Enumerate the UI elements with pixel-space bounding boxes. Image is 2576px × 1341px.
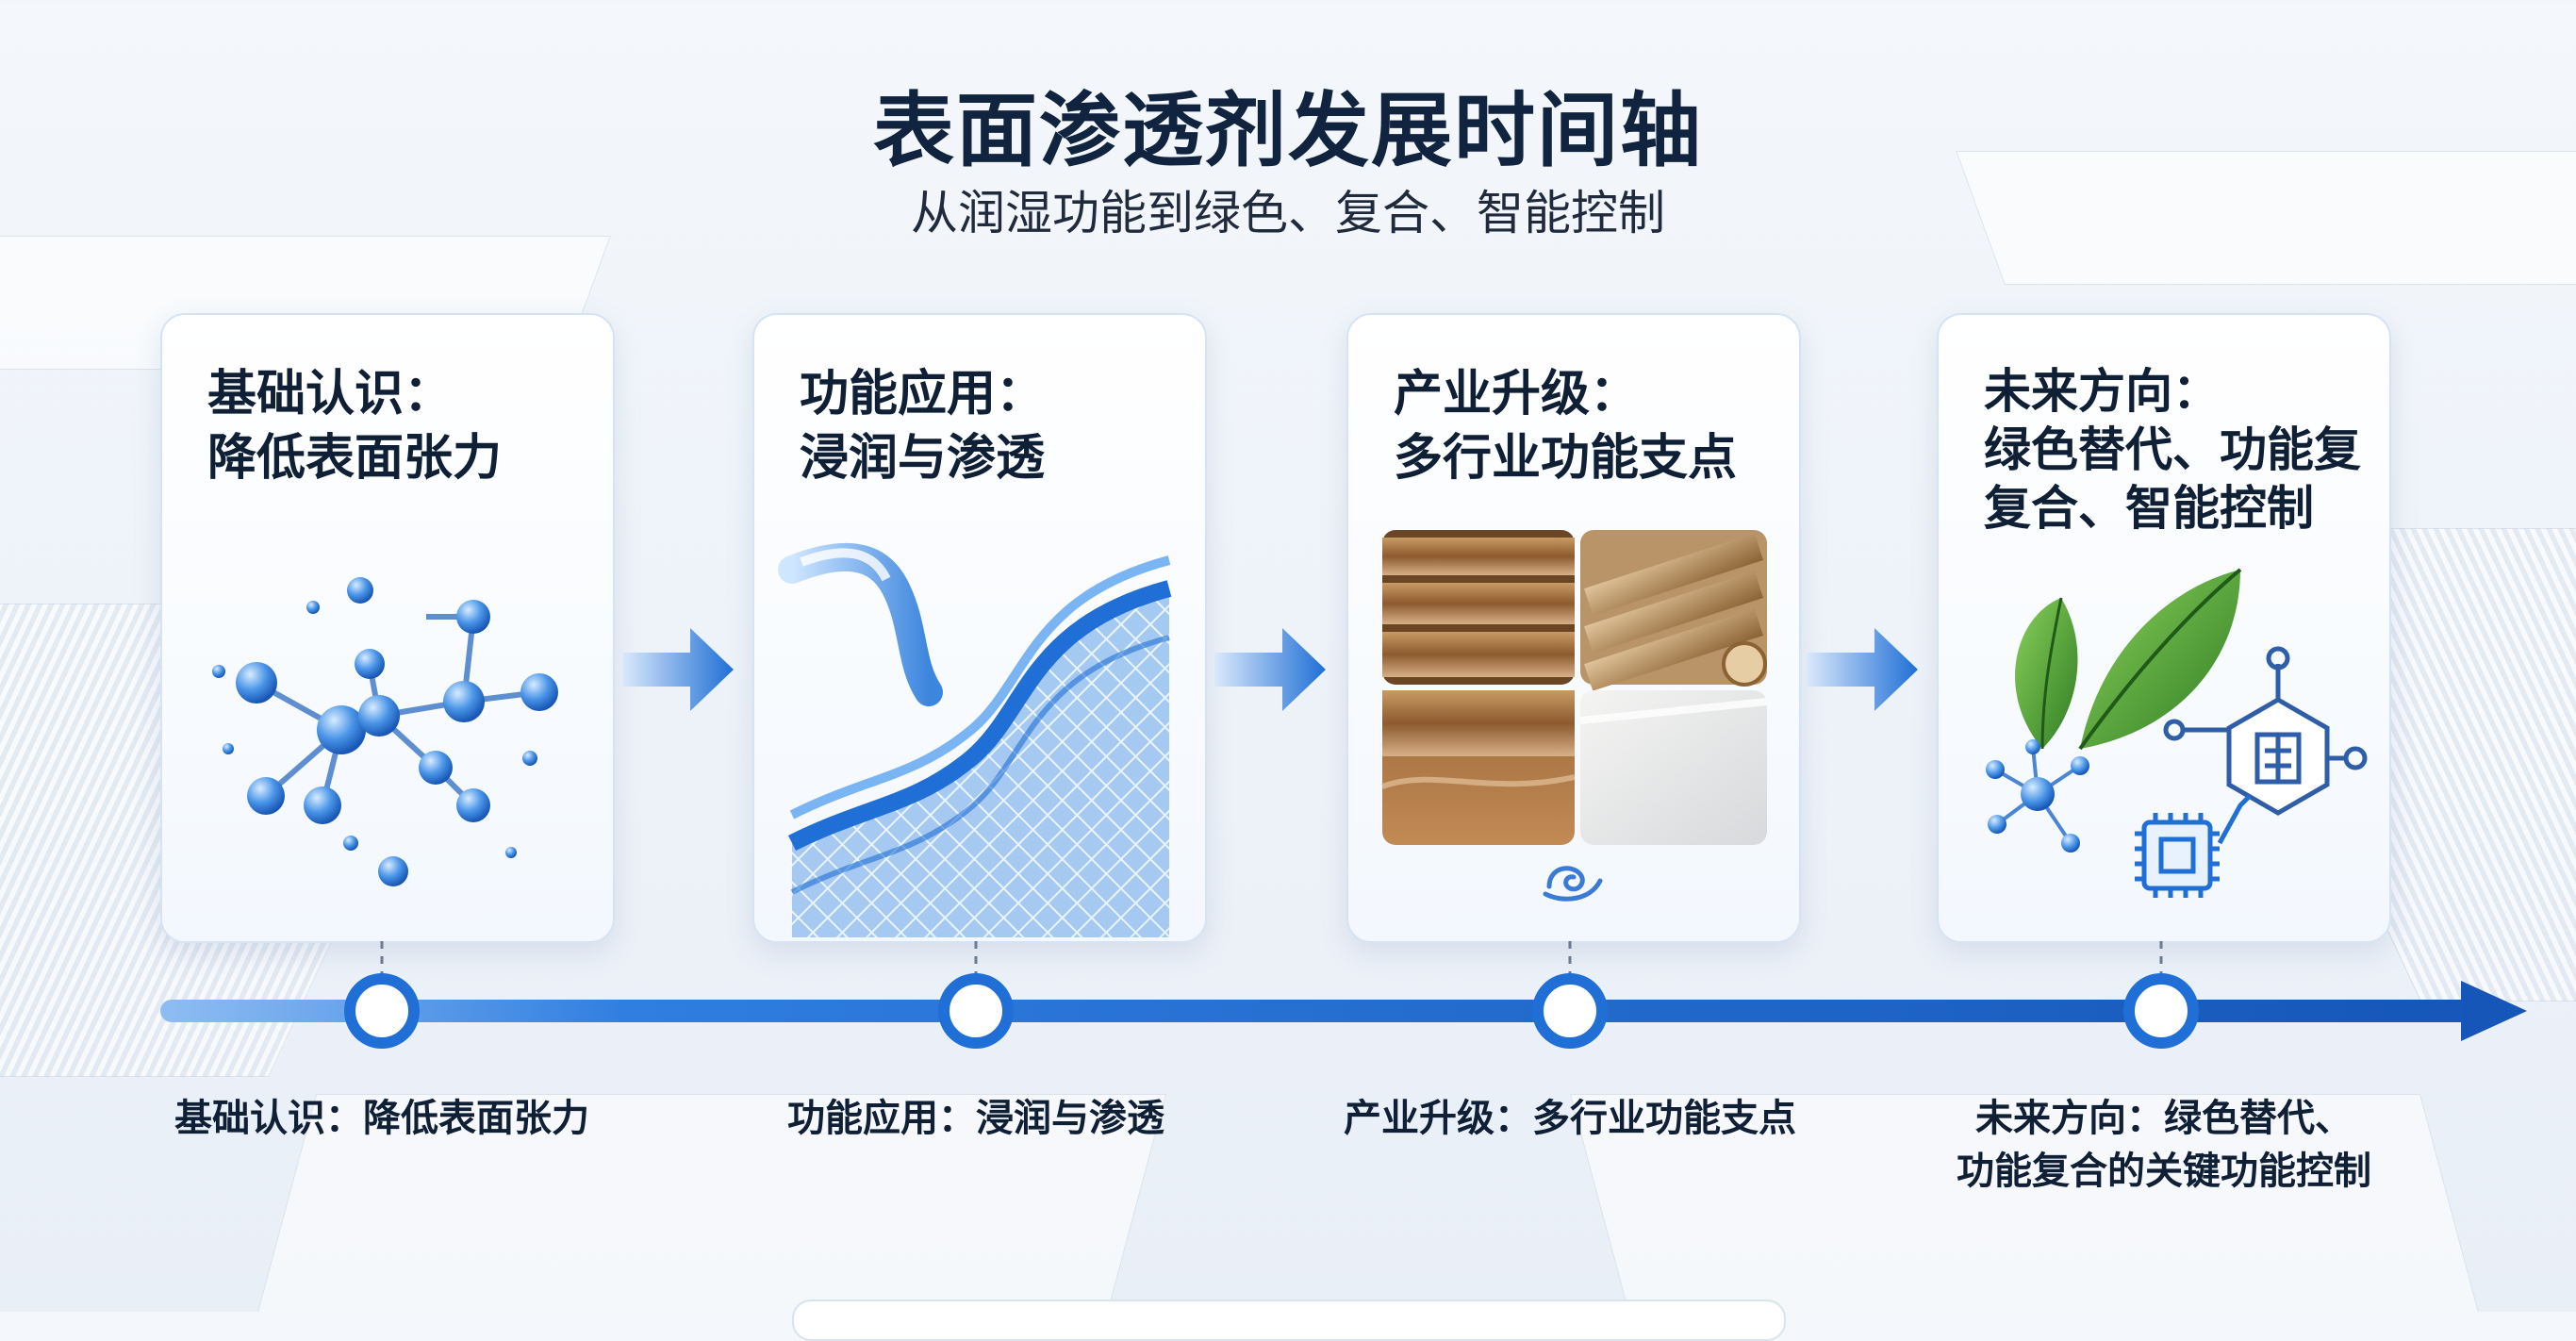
stage-title-line: 降低表面张力 — [207, 430, 503, 487]
timeline-label-1: 基础认识：降低表面张力 — [151, 1092, 613, 1145]
page-title: 表面渗透剂发展时间轴 — [873, 84, 1703, 178]
timeline-label-line: 功能应用：浸润与渗透 — [787, 1097, 1164, 1140]
industry-photo-grid — [1380, 530, 1768, 902]
timeline-label-3: 产业升级：多行业功能支点 — [1311, 1092, 1829, 1145]
molecule-small-icon — [1986, 739, 2089, 853]
stage-card-title: 产业升级： 多行业功能支点 — [1394, 362, 1737, 490]
arrow-right-icon — [1807, 628, 1918, 711]
leaf-icon — [2015, 568, 2242, 751]
timeline-label-4: 未来方向：绿色替代、 功能复合的关键功能控制 — [1914, 1092, 2414, 1198]
stage-card-title: 功能应用： 浸润与渗透 — [800, 362, 1045, 490]
photo-coating — [1579, 690, 1768, 845]
photo-wood-liquid — [1380, 690, 1576, 845]
green-smart-icon — [1986, 568, 2368, 898]
timeline-label-line: 功能复合的关键功能控制 — [1957, 1150, 2371, 1193]
stage-card-title: 未来方向： 绿色替代、功能复 复合、智能控制 — [1984, 362, 2361, 538]
stage-title-line: 浸润与渗透 — [800, 430, 1046, 487]
arrow-right-icon — [1214, 628, 1326, 711]
stage-card-1: 基础认识： 降低表面张力 — [160, 313, 615, 943]
stage-card-4: 未来方向： 绿色替代、功能复 复合、智能控制 — [1937, 313, 2391, 943]
timeline-label-line: 未来方向：绿色替代、 — [1975, 1097, 2353, 1140]
membrane-wave-icon — [778, 542, 1172, 937]
stage-title-line: 多行业功能支点 — [1394, 430, 1738, 487]
arrow-right-icon — [622, 628, 734, 711]
molecule-icon — [212, 577, 558, 886]
stage-title-line: 未来方向： — [1984, 364, 2220, 419]
swirl-icon — [1543, 866, 1603, 902]
stage-card-title: 基础认识： 降低表面张力 — [207, 362, 502, 490]
timeline-label-line: 产业升级：多行业功能支点 — [1344, 1097, 1796, 1140]
stage-card-3: 产业升级： 多行业功能支点 — [1346, 313, 1801, 943]
page-subtitle: 从润湿功能到绿色、复合、智能控制 — [911, 186, 1665, 240]
stage-title-line: 复合、智能控制 — [1984, 481, 2314, 536]
photo-bamboo — [1580, 530, 1767, 691]
stage-title-line: 绿色替代、功能复 — [1984, 422, 2361, 477]
chip-icon — [2135, 794, 2252, 898]
stage-title-line: 产业升级： — [1394, 366, 1640, 422]
stage-title-line: 基础认识： — [207, 366, 454, 422]
stage-title-line: 功能应用： — [800, 366, 1046, 422]
timeline-label-2: 功能应用：浸润与渗透 — [745, 1092, 1207, 1145]
bottom-panel — [792, 1300, 1786, 1341]
hexagon-shield-icon — [2163, 646, 2368, 816]
timeline-label-line: 基础认识：降低表面张力 — [174, 1097, 589, 1140]
photo-wood-logs — [1382, 530, 1575, 685]
stage-card-2: 功能应用： 浸润与渗透 — [752, 313, 1207, 943]
